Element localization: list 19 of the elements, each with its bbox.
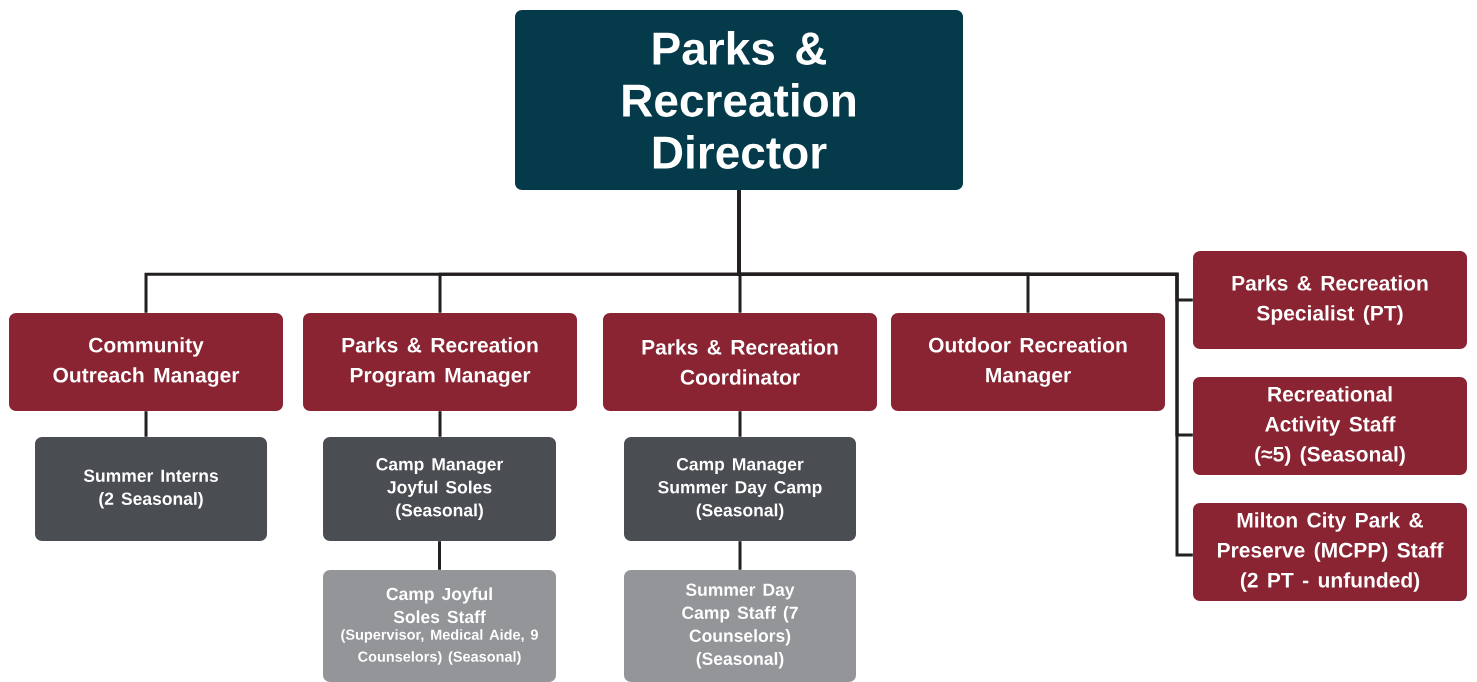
connector-line (438, 541, 441, 570)
staff-box: Summer Day Camp Staff (7 Counselors) (Seasonal) (624, 570, 856, 682)
manager-box: Summer Interns (2 Seasonal) (35, 437, 267, 541)
title-box: Parks & Recreation Director (515, 10, 963, 190)
connector-line (737, 190, 1193, 557)
manager-box: Camp Manager Summer Day Camp (Seasonal) (624, 437, 856, 541)
staff-box: Camp Joyful Soles Staff (Supervisor, Medical Aide, 9 Counselors) (Seasonal) (323, 570, 556, 682)
connector-line (738, 541, 742, 570)
connector-line (438, 411, 442, 437)
connector-line (144, 411, 148, 437)
role-box: Parks & Recreation Coordinator (603, 313, 877, 411)
role-box: Milton City Park & Preserve (MCPP) Staff (2 PT - unfunded) (1193, 503, 1467, 601)
role-box: Community Outreach Manager (9, 313, 283, 411)
connector-line (738, 411, 742, 437)
manager-box: Camp Manager Joyful Soles (Seasonal) (323, 437, 556, 541)
role-box: Parks & Recreation Specialist (PT) (1193, 251, 1467, 349)
role-box: Outdoor Recreation Manager (891, 313, 1165, 411)
role-box: Parks & Recreation Program Manager (303, 313, 577, 411)
role-box: Recreational Activity Staff (≈5) (Seasonal) (1193, 377, 1467, 475)
